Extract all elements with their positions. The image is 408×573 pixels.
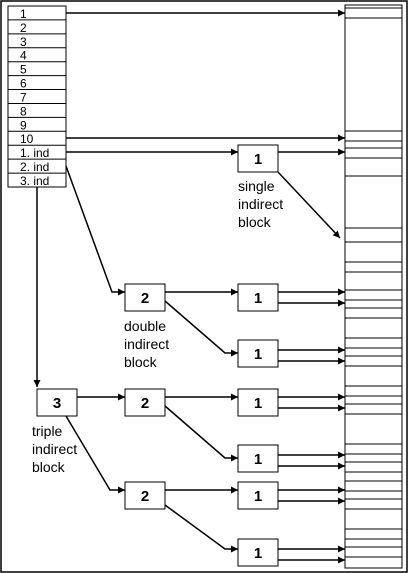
pointer-arrow bbox=[65, 165, 125, 296]
double-caption-line-2: indirect bbox=[124, 336, 169, 352]
triple-level2-2-label: 2 bbox=[141, 488, 149, 505]
pointer-arrow bbox=[164, 504, 238, 553]
single-caption-line-3: block bbox=[238, 214, 272, 230]
triple-level3-block-1: 1 bbox=[237, 388, 279, 417]
inode-slot-label: 4 bbox=[20, 49, 27, 63]
single-block-label: 1 bbox=[254, 151, 262, 168]
triple-level3-3-label: 1 bbox=[254, 488, 262, 505]
double-caption-line-3: block bbox=[124, 354, 158, 370]
triple-indirect-block: 3 bbox=[36, 388, 78, 417]
inode-slot-label: 7 bbox=[20, 90, 27, 104]
single-caption-line-2: indirect bbox=[238, 196, 283, 212]
pointer-arrow bbox=[164, 405, 238, 462]
triple-indirect-caption: triple indirect block bbox=[32, 423, 77, 475]
triple-block-label: 3 bbox=[53, 395, 61, 412]
inode-slot-label: 9 bbox=[20, 118, 27, 132]
inode-slot-label: 3 bbox=[20, 35, 27, 49]
triple-level2-block-2: 2 bbox=[124, 481, 166, 510]
triple-caption-line-1: triple bbox=[32, 423, 63, 439]
double-child-block-2: 1 bbox=[237, 339, 279, 368]
double-caption-line-1: double bbox=[124, 318, 166, 334]
inode-slot-label: 5 bbox=[20, 63, 27, 77]
triple-level3-block-4: 1 bbox=[237, 538, 279, 567]
double-child-block-1: 1 bbox=[237, 283, 279, 312]
inode-slot-label: 6 bbox=[20, 77, 27, 91]
triple-caption-line-3: block bbox=[32, 459, 66, 475]
triple-level3-4-label: 1 bbox=[254, 545, 262, 562]
double-child-2-label: 1 bbox=[254, 346, 262, 363]
inode-slot-label: 2 bbox=[20, 21, 27, 35]
triple-level2-1-label: 2 bbox=[141, 395, 149, 412]
triple-level3-block-2: 1 bbox=[237, 444, 279, 473]
inode-slot-label: 1. ind bbox=[20, 146, 49, 160]
pointer-arrow bbox=[277, 171, 341, 239]
double-child-1-label: 1 bbox=[254, 290, 262, 307]
triple-level3-2-label: 1 bbox=[254, 451, 262, 468]
pointer-arrow bbox=[65, 415, 125, 494]
inode-slot-label: 1 bbox=[20, 7, 27, 21]
data-block-column bbox=[344, 4, 403, 569]
inode-slot-label: 10 bbox=[20, 132, 34, 146]
triple-level2-block-1: 2 bbox=[124, 388, 166, 417]
inode-slot-label: 2. ind bbox=[20, 160, 49, 174]
triple-level3-block-3: 1 bbox=[237, 481, 279, 510]
triple-caption-line-2: indirect bbox=[32, 441, 77, 457]
triple-level3-1-label: 1 bbox=[254, 395, 262, 412]
double-block-label: 2 bbox=[141, 290, 149, 307]
inode-slot-label: 8 bbox=[20, 104, 27, 118]
double-indirect-block: 2 bbox=[124, 283, 166, 312]
inode-slot-label: 3. ind bbox=[20, 174, 49, 188]
single-indirect-block: 1 bbox=[237, 144, 279, 173]
pointer-arrow bbox=[164, 300, 238, 357]
single-indirect-caption: single indirect block bbox=[238, 178, 283, 230]
double-indirect-caption: double indirect block bbox=[124, 318, 169, 370]
single-caption-line-1: single bbox=[238, 178, 275, 194]
